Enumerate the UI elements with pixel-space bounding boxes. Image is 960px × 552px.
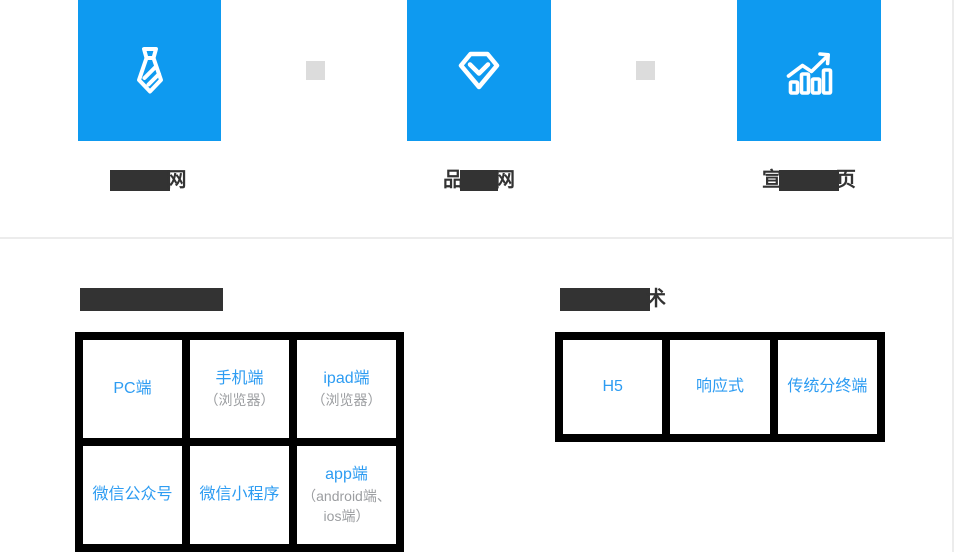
feature-label-1: 网 bbox=[78, 169, 221, 191]
feature-label-2-suffix: 网 bbox=[495, 169, 515, 191]
feature-label-2: 品 网 bbox=[407, 169, 551, 191]
terminal-cell-wechat-official: 微信公众号 bbox=[83, 446, 182, 544]
feature-label-3: 宣 页 bbox=[737, 169, 881, 191]
cell-title: app端 bbox=[325, 466, 368, 483]
cell-title: 手机端 bbox=[215, 370, 264, 387]
tech-cell-h5: H5 bbox=[563, 340, 663, 434]
separator-square-2 bbox=[636, 61, 655, 80]
feature-tile-2 bbox=[407, 0, 551, 141]
tech-grid: H5 响应式 传统分终端 bbox=[555, 332, 885, 442]
terminal-cell-ipad: ipad端 （浏览器） bbox=[297, 340, 396, 438]
tech-header-mask bbox=[560, 288, 650, 311]
cell-title: H5 bbox=[602, 378, 623, 395]
terminal-cell-pc: PC端 bbox=[83, 340, 182, 438]
cell-subtitle: （android端、ios端） bbox=[302, 488, 391, 524]
cell-title: 微信小程序 bbox=[199, 486, 280, 503]
cell-title: PC端 bbox=[113, 380, 152, 397]
feature-label-1-suffix: 网 bbox=[166, 169, 187, 191]
terminal-cell-wechat-miniprogram: 微信小程序 bbox=[190, 446, 289, 544]
cell-title: 传统分终端 bbox=[787, 378, 868, 395]
cell-subtitle: （浏览器） bbox=[204, 392, 275, 408]
feature-label-3-mask bbox=[779, 169, 839, 191]
feature-label-3-suffix: 页 bbox=[836, 169, 856, 191]
cell-title: 微信公众号 bbox=[92, 486, 173, 503]
tech-cell-traditional: 传统分终端 bbox=[777, 340, 877, 434]
tech-cell-responsive: 响应式 bbox=[670, 340, 770, 434]
feature-label-2-mask bbox=[460, 169, 498, 191]
tie-icon bbox=[136, 46, 163, 93]
terminals-grid: PC端 手机端 （浏览器） ipad端 （浏览器） 微信公众号 微信小程序 ap… bbox=[75, 332, 404, 552]
feature-label-1-mask bbox=[109, 169, 170, 191]
feature-label-2-prefix: 品 bbox=[443, 169, 463, 191]
tech-header-visible-text: 术 bbox=[646, 288, 666, 310]
feature-tile-1 bbox=[78, 0, 221, 141]
terminal-cell-app: app端 （android端、ios端） bbox=[297, 446, 396, 544]
terminals-header-bar bbox=[80, 288, 223, 311]
cell-title: 响应式 bbox=[695, 378, 744, 395]
right-edge-line bbox=[952, 0, 954, 552]
growth-chart-icon bbox=[786, 51, 833, 95]
feature-label-3-prefix: 宣 bbox=[762, 169, 782, 191]
tech-header: 术 bbox=[560, 288, 666, 311]
cell-title: ipad端 bbox=[323, 370, 370, 387]
feature-tile-3 bbox=[737, 0, 881, 141]
cell-subtitle: （浏览器） bbox=[311, 392, 382, 408]
separator-square-1 bbox=[306, 61, 325, 80]
horizontal-divider bbox=[0, 237, 953, 239]
terminal-cell-mobile: 手机端 （浏览器） bbox=[190, 340, 289, 438]
gem-icon bbox=[458, 51, 500, 89]
